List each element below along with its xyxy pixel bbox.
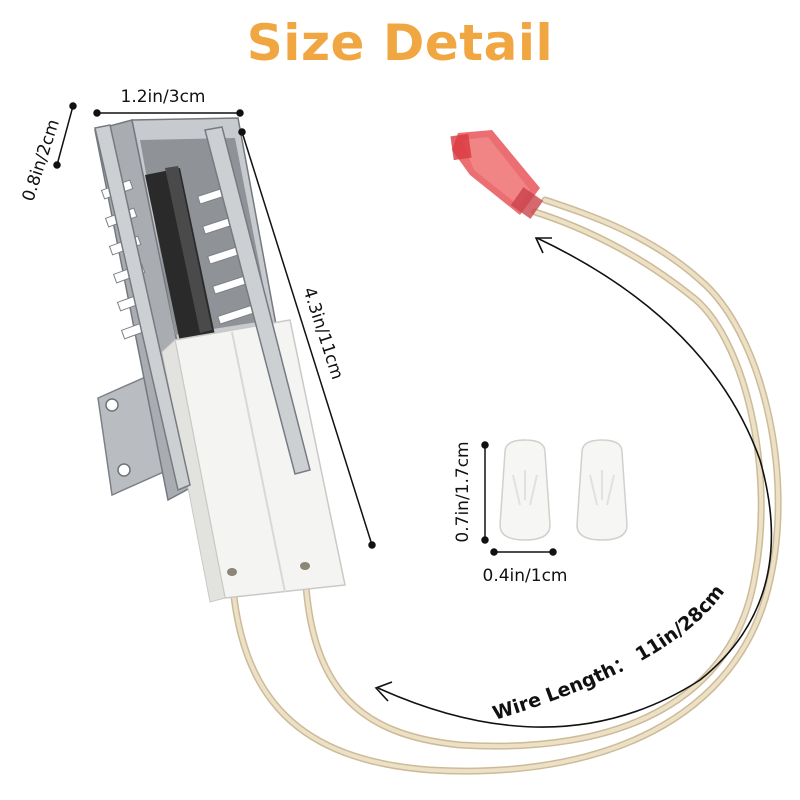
front-rails xyxy=(94,124,311,492)
wire-nut-cap-left xyxy=(499,439,551,541)
ceramic-base xyxy=(161,319,346,603)
heating-element xyxy=(145,166,215,342)
wire-length-arc xyxy=(374,237,773,728)
ignitor-wires xyxy=(228,196,782,775)
depth-label: 0.8in/2cm xyxy=(19,117,64,204)
cap-height-label: 0.7in/1.7cm xyxy=(453,441,473,542)
cap-width-label: 0.4in/1cm xyxy=(483,566,568,586)
wire-nut-caps xyxy=(499,439,628,541)
dimension-lines xyxy=(53,102,557,556)
wire-nut-cap-right xyxy=(576,439,628,541)
width-label: 1.2in/3cm xyxy=(121,87,206,107)
page-title: Size Detail xyxy=(246,14,554,72)
terminal-connector xyxy=(450,130,544,219)
wire-entry xyxy=(227,562,310,576)
